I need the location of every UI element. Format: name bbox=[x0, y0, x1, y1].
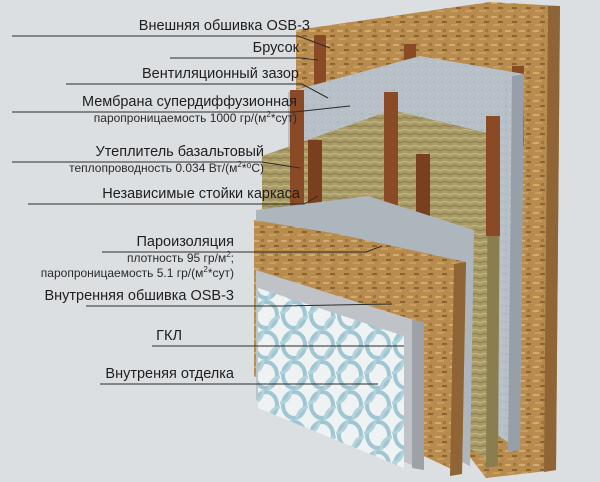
label-finish: Внутреняя отделка bbox=[105, 366, 234, 383]
stud bbox=[486, 116, 500, 236]
finish-panel bbox=[258, 288, 404, 468]
leader-vent-gap bbox=[66, 83, 329, 99]
label-bar-title: Брусок bbox=[252, 40, 299, 56]
label-gkl: ГКЛ bbox=[156, 328, 182, 345]
leader-insulation bbox=[12, 161, 301, 169]
label-vapor-density: плотность 95 гр/м2; bbox=[126, 250, 234, 266]
label-bar: Брусок bbox=[253, 40, 299, 57]
label-studs-title: Независимые стойки каркаса bbox=[102, 186, 300, 202]
leader-bar bbox=[170, 57, 319, 61]
label-osb-outer-title: Внешняя обшивка OSB-3 bbox=[138, 18, 310, 34]
leader-lines bbox=[12, 35, 404, 385]
inner-osb-edge bbox=[450, 262, 466, 476]
label-vent-gap: Вентиляционный зазор bbox=[142, 66, 299, 83]
leader-vapor bbox=[102, 245, 383, 253]
label-finish-title: Внутреняя отделка bbox=[105, 366, 234, 382]
label-membrane: Мембрана супердиффузионная паропроницаем… bbox=[82, 94, 297, 126]
label-vapor-title: Пароизоляция bbox=[136, 234, 234, 250]
label-membrane-permeability: паропроницаемость 1000 гр/(м2*сут) bbox=[93, 110, 297, 126]
label-osb-inner: Внутренняя обшивка OSB-3 bbox=[44, 288, 234, 305]
membrane-edge bbox=[508, 74, 524, 452]
label-membrane-title: Мембрана супердиффузионная bbox=[81, 94, 297, 110]
drywall-edge bbox=[412, 320, 424, 470]
stud bbox=[384, 92, 398, 212]
label-vent-gap-title: Вентиляционный зазор bbox=[142, 66, 299, 82]
label-insulation-title: Утеплитель базальтовый bbox=[95, 144, 264, 160]
label-insulation: Утеплитель базальтовый теплопроводность … bbox=[69, 144, 264, 176]
leader-osb-outer bbox=[12, 35, 331, 49]
label-studs: Независимые стойки каркаса bbox=[102, 186, 300, 203]
label-gkl-title: ГКЛ bbox=[156, 328, 182, 344]
leader-osb-inner bbox=[86, 303, 393, 307]
stud bbox=[416, 154, 430, 224]
leader-membrane bbox=[12, 105, 351, 113]
label-osb-outer: Внешняя обшивка OSB-3 bbox=[139, 18, 310, 35]
stud bbox=[290, 90, 304, 230]
label-insulation-conductivity: теплопроводность 0.034 Вт/(м2*⁰С) bbox=[69, 160, 264, 176]
label-osb-inner-title: Внутренняя обшивка OSB-3 bbox=[44, 288, 234, 304]
label-vapor-barrier: Пароизоляция плотность 95 гр/м2; паропро… bbox=[41, 234, 234, 281]
outer-osb-edge bbox=[544, 6, 560, 472]
leader-studs bbox=[28, 195, 319, 205]
label-vapor-permeability: паропроницаемость 5.1 гр/(м2*сут) bbox=[40, 265, 234, 281]
